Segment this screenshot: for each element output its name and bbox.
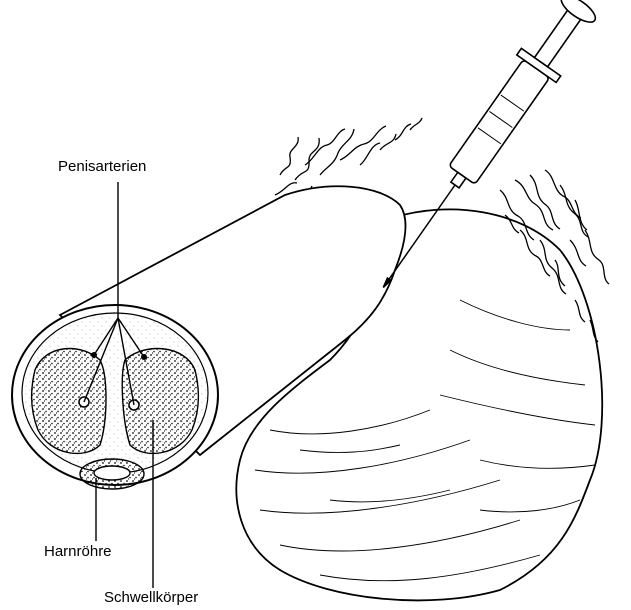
label-urethra: Harnröhre — [44, 543, 112, 560]
corpus-cavernosum-left — [32, 349, 106, 454]
label-penile-arteries: Penisarterien — [58, 158, 146, 175]
urethra-lumen — [94, 466, 130, 480]
cross-section — [12, 305, 218, 489]
label-corpora-cavernosa: Schwellkörper — [104, 589, 198, 606]
syringe-barrel — [449, 60, 550, 185]
